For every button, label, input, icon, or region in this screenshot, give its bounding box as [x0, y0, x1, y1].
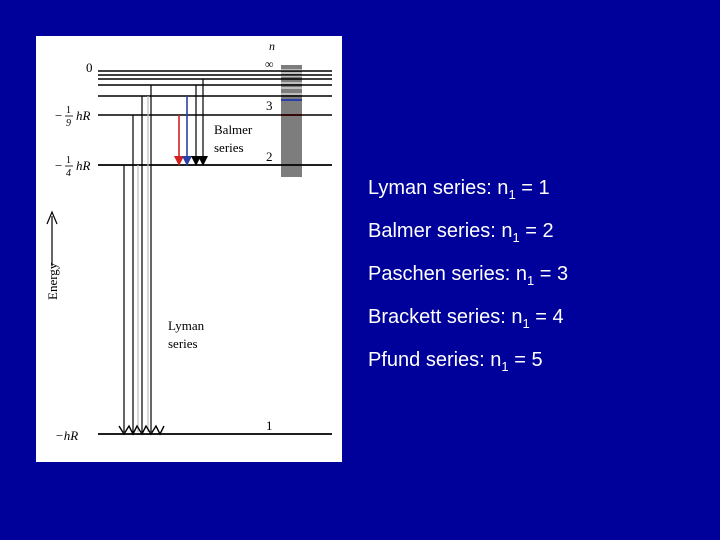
- svg-text:Lyman: Lyman: [168, 318, 205, 333]
- svg-text:1: 1: [66, 155, 71, 166]
- svg-text:1: 1: [66, 105, 71, 116]
- balmer-series-label: Balmer series: [214, 122, 253, 155]
- n-label-3: 3: [266, 98, 273, 113]
- series-item-pfund: Pfund series: n1 = 5: [368, 349, 543, 374]
- series-list: Lyman series: n1 = 1 Balmer series: n1 =…: [368, 174, 568, 389]
- n-label-1: 1: [266, 418, 273, 433]
- svg-text:−: −: [55, 108, 62, 123]
- energy-levels: [98, 70, 332, 435]
- energy-axis-arrow: [46, 210, 58, 266]
- svg-text:hR: hR: [76, 108, 91, 123]
- energy-label-zero: 0: [86, 60, 93, 75]
- gray-band: [281, 65, 302, 177]
- lyman-series-label: Lyman series: [168, 318, 205, 351]
- infinity-label: ∞: [265, 57, 274, 71]
- energy-label-ninth: − 1 9 hR: [55, 105, 91, 129]
- n-header: n: [269, 39, 275, 53]
- energy-level-svg: n ∞ 0 − 1 9 hR − 1 4 hR −hR Energy: [45, 39, 332, 443]
- lyman-arrowheads: [118, 424, 165, 436]
- series-item-lyman: Lyman series: n1 = 1: [368, 177, 550, 202]
- svg-text:hR: hR: [76, 158, 91, 173]
- n-label-2: 2: [266, 149, 273, 164]
- series-item-brackett: Brackett series: n1 = 4: [368, 306, 564, 331]
- svg-text:4: 4: [66, 168, 71, 179]
- lyman-transitions: [118, 85, 165, 436]
- svg-text:−: −: [55, 158, 62, 173]
- series-item-balmer: Balmer series: n1 = 2: [368, 220, 554, 245]
- svg-text:series: series: [214, 140, 244, 155]
- balmer-transitions: [174, 79, 208, 166]
- energy-axis-label: Energy: [45, 262, 60, 300]
- series-item-paschen: Paschen series: n1 = 3: [368, 263, 569, 288]
- energy-label-quarter: − 1 4 hR: [55, 155, 91, 179]
- energy-level-diagram: n ∞ 0 − 1 9 hR − 1 4 hR −hR Energy: [36, 36, 342, 462]
- svg-text:9: 9: [66, 118, 71, 129]
- energy-label-ground: −hR: [55, 428, 78, 443]
- svg-text:series: series: [168, 336, 198, 351]
- svg-text:Balmer: Balmer: [214, 122, 253, 137]
